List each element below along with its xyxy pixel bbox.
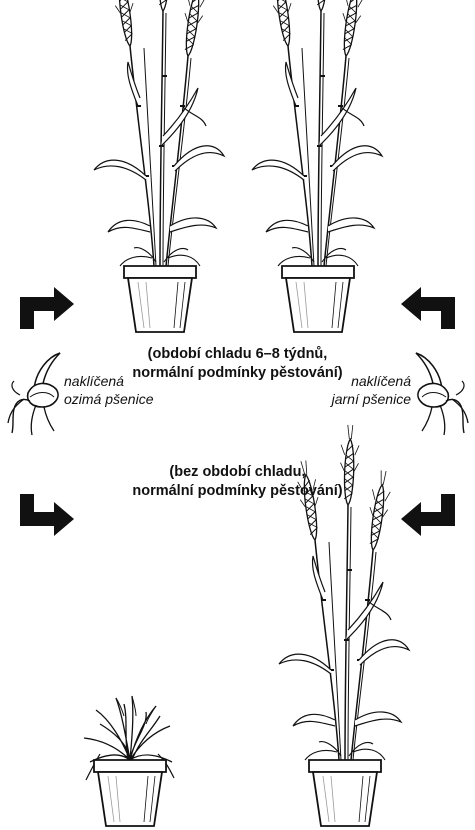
condition-line: (období chladu 6–8 týdnů, [60, 345, 415, 364]
seedling-label-line: jarní pšenice [332, 390, 411, 408]
condition-line: (bez období chladu, [60, 463, 415, 482]
winter-wheat-label: naklíčená ozimá pšenice [64, 372, 154, 408]
spring-wheat-label: naklíčená jarní pšenice [332, 372, 411, 408]
arrow-icon [20, 287, 74, 329]
seedling-icon [416, 353, 468, 435]
seedling-icon [8, 353, 60, 435]
seedling-label-line: ozimá pšenice [64, 390, 154, 408]
seedling-label-line: naklíčená [332, 372, 411, 390]
seedling-label-line: naklíčená [64, 372, 154, 390]
grass-tuft-icon [84, 696, 174, 826]
arrow-icon [401, 287, 455, 329]
wheat-plant-icon [252, 0, 382, 332]
condition-line: normální podmínky pěstování) [60, 482, 415, 501]
wheat-plant-icon [94, 0, 224, 332]
no-cold-condition-label: (bez období chladu, normální podmínky pě… [60, 463, 415, 501]
